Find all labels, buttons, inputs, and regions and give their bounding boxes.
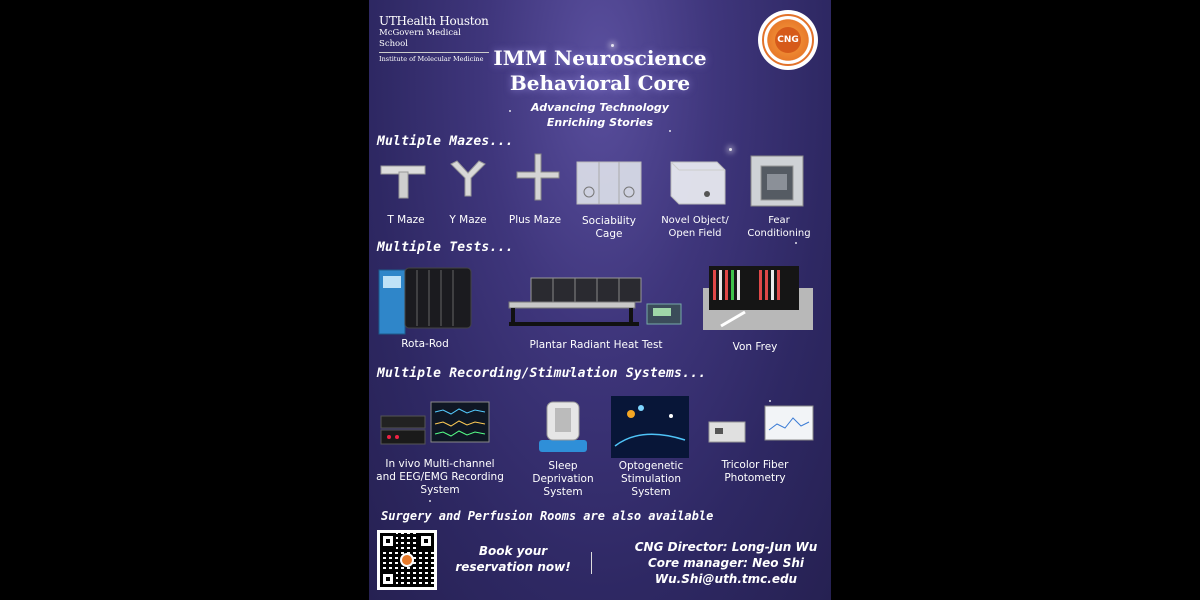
title-line-1: IMM Neuroscience [493, 46, 707, 70]
title-line-2: Behavioral Core [509, 71, 691, 95]
uthealth-logo: UTHealth Houston McGovern Medical School… [379, 14, 489, 64]
open-field-image [670, 161, 726, 205]
system-label: In vivo Multi-channel and EEG/EMG Record… [376, 458, 504, 496]
maze-item: T Maze [377, 214, 435, 227]
optogenetic-image [611, 396, 689, 458]
sleep-deprivation-image [539, 401, 587, 452]
surgery-note: Surgery and Perfusion Rooms are also ava… [381, 509, 714, 523]
systems-heading: Multiple Recording/Stimulation Systems..… [377, 366, 707, 381]
qr-logo [400, 553, 414, 567]
star [611, 44, 614, 47]
cng-seal: CNG [758, 10, 818, 70]
test-item: Plantar Radiant Heat Test [501, 339, 691, 352]
manager-line: Core manager: Neo Shi [647, 556, 805, 570]
star [619, 222, 621, 224]
qr-code[interactable] [377, 530, 437, 590]
star [795, 242, 797, 244]
qr-finder [380, 533, 396, 549]
test-label: Plantar Radiant Heat Test [529, 339, 663, 351]
system-label: Tricolor Fiber Photometry [721, 459, 789, 484]
maze-label: Novel Object/ Open Field [661, 215, 729, 239]
logo-line-1: UTHealth Houston [379, 14, 489, 28]
email-link[interactable]: Wu.Shi@uth.tmc.edu [654, 572, 798, 586]
seal-text: CNG [775, 27, 801, 53]
rota-rod-image [378, 267, 472, 335]
star [429, 500, 431, 502]
contact-info: CNG Director: Long-Jun Wu Core manager: … [621, 539, 831, 587]
star [769, 400, 771, 402]
test-label: Von Frey [732, 341, 778, 353]
star [509, 110, 511, 112]
fear-conditioning-image [750, 155, 804, 207]
system-item: In vivo Multi-channel and EEG/EMG Record… [375, 458, 505, 497]
eeg-recording-image [380, 401, 490, 445]
system-label: Sleep Deprivation System [532, 460, 594, 498]
director-line: CNG Director: Long-Jun Wu [634, 540, 818, 554]
test-item: Von Frey [705, 341, 805, 354]
booking-cta: Book your reservation now! [453, 543, 573, 575]
qr-finder [418, 533, 434, 549]
seal-ring: CNG [762, 14, 814, 66]
maze-label: T Maze [387, 214, 425, 226]
subtitle-line-1: Advancing Technology [531, 101, 669, 114]
system-item: Tricolor Fiber Photometry [705, 459, 805, 485]
star [729, 148, 732, 151]
system-item: Sleep Deprivation System [523, 460, 603, 499]
plus-maze-image [516, 153, 560, 201]
sociability-cage-image [576, 161, 642, 205]
tests-heading: Multiple Tests... [377, 240, 514, 255]
mazes-heading: Multiple Mazes... [377, 134, 514, 149]
system-item: Optogenetic Stimulation System [607, 460, 695, 499]
test-label: Rota-Rod [401, 338, 449, 350]
maze-label: Sociability Cage [582, 215, 636, 240]
book-line-2: reservation now! [455, 560, 571, 574]
logo-line-3: Institute of Molecular Medicine [379, 52, 489, 64]
maze-item: Novel Object/ Open Field [653, 214, 737, 240]
test-item: Rota-Rod [379, 338, 471, 351]
page-title: IMM Neuroscience Behavioral Core [369, 46, 831, 96]
qr-pattern [380, 533, 434, 587]
qr-finder [380, 571, 396, 587]
maze-item: Sociability Cage [569, 215, 649, 241]
system-label: Optogenetic Stimulation System [618, 460, 684, 498]
star [569, 370, 571, 372]
plantar-heat-image [508, 277, 682, 326]
t-maze-image [380, 165, 426, 199]
maze-label: Plus Maze [508, 214, 562, 226]
fiber-photometry-image [708, 405, 814, 443]
logo-line-2: McGovern Medical School [379, 28, 461, 49]
y-maze-image [450, 160, 486, 197]
footer-divider [591, 552, 592, 574]
star [669, 130, 671, 132]
poster: UTHealth Houston McGovern Medical School… [369, 0, 831, 600]
maze-item: Fear Conditioning [739, 214, 819, 240]
subtitle-line-2: Enriching Stories [546, 116, 654, 129]
subtitle: Advancing Technology Enriching Stories [369, 100, 831, 130]
von-frey-image [703, 266, 813, 330]
maze-label: Y Maze [449, 214, 487, 226]
maze-label: Fear Conditioning [747, 215, 811, 239]
book-line-1: Book your [478, 544, 548, 558]
maze-item: Y Maze [437, 214, 499, 227]
maze-item: Plus Maze [495, 214, 575, 227]
